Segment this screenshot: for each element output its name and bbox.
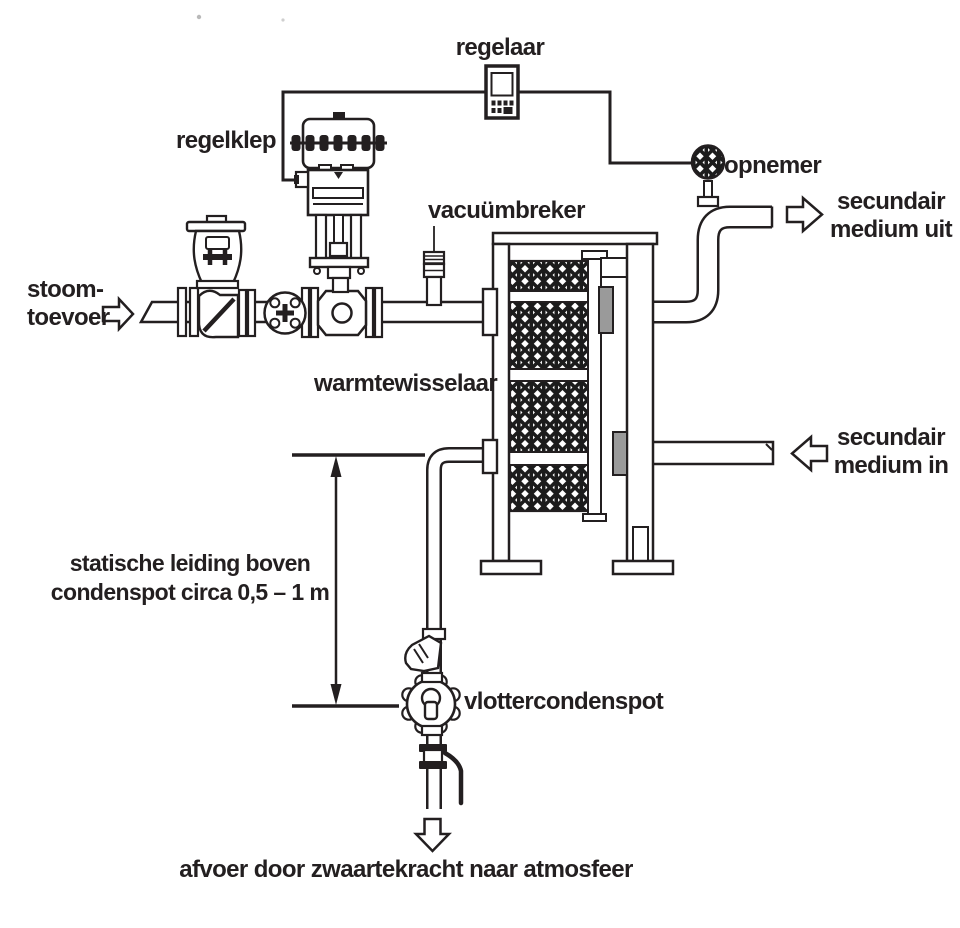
control-valve-body (316, 289, 368, 337)
float-trap (401, 671, 461, 737)
sight-glass (263, 291, 307, 335)
handwheel (185, 220, 247, 233)
label-control-valve: regelklep (176, 127, 277, 154)
isolation-valve (185, 214, 247, 339)
controller-keypad (491, 100, 514, 114)
hx-right-foot (611, 559, 675, 576)
label-vacuum-breaker: vacuümbreker (428, 197, 585, 224)
label-secondary-in: secundair medium in (833, 424, 949, 479)
valve-lever (442, 750, 464, 806)
hx-left-foot (479, 559, 543, 576)
controller-device (484, 64, 520, 120)
label-gravity-drain: afvoer door zwaartekracht naar atmosfeer (179, 856, 633, 883)
controller-signal-lines (281, 90, 694, 182)
secondary-in-arrow-icon (790, 434, 829, 473)
condensate-pipe (426, 447, 497, 809)
label-float-trap: vlottercondenspot (464, 688, 664, 715)
drain-arrow-icon (413, 817, 452, 853)
label-controller: regelaar (455, 34, 545, 61)
steam-in-arrow-icon (101, 295, 135, 333)
check-valve (404, 627, 447, 673)
secondary-out-pipe (627, 205, 774, 324)
label-static-head-note: statische leiding boven condenspot circa… (50, 550, 330, 605)
hx-right-column (625, 242, 655, 563)
controller-screen (490, 72, 514, 97)
dimension-arrow-down-icon (330, 684, 342, 705)
dimension-arrow-up-icon (330, 456, 342, 477)
secondary-out-arrow-icon (785, 195, 824, 234)
heat-exchanger (479, 231, 675, 576)
vacuum-breaker-device (422, 226, 446, 307)
label-heat-exchanger: warmtewisselaar (314, 370, 498, 397)
drain-valve (419, 744, 464, 806)
scan-specks (196, 14, 285, 22)
static-head-dimension (292, 453, 425, 708)
hx-top-bar (491, 231, 659, 246)
label-steam-supply: stoom- toevoer (27, 276, 110, 331)
label-secondary-out: secundair medium uit (829, 188, 953, 243)
control-valve-actuator (290, 112, 387, 294)
sensor-device (690, 144, 726, 208)
label-sensor: opnemer (724, 152, 822, 179)
